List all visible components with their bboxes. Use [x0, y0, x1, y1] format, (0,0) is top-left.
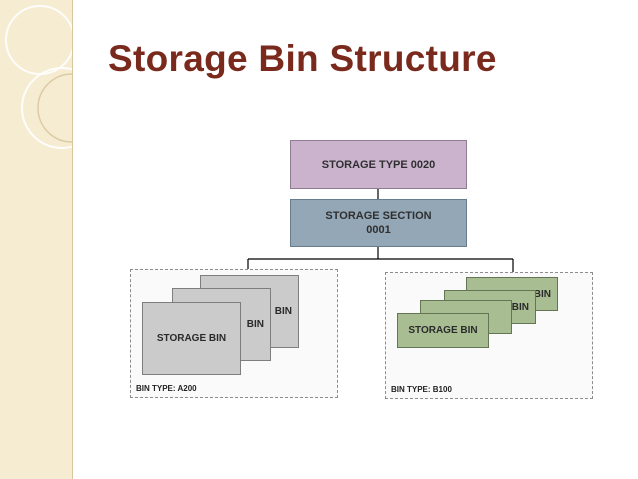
decorative-circles-icon	[5, 5, 72, 149]
storage-type-node: STORAGE TYPE 0020	[290, 140, 467, 189]
storage-section-node: STORAGE SECTION 0001	[290, 199, 467, 247]
page-title: Storage Bin Structure	[108, 38, 497, 79]
storage-bin-front: STORAGE BIN	[142, 302, 241, 375]
bin-type-b100-label: BIN TYPE: B100	[391, 385, 452, 394]
decorative-side-strip	[0, 0, 73, 479]
bin-type-a200-label: BIN TYPE: A200	[136, 384, 197, 393]
storage-bin-front: STORAGE BIN	[397, 313, 489, 348]
